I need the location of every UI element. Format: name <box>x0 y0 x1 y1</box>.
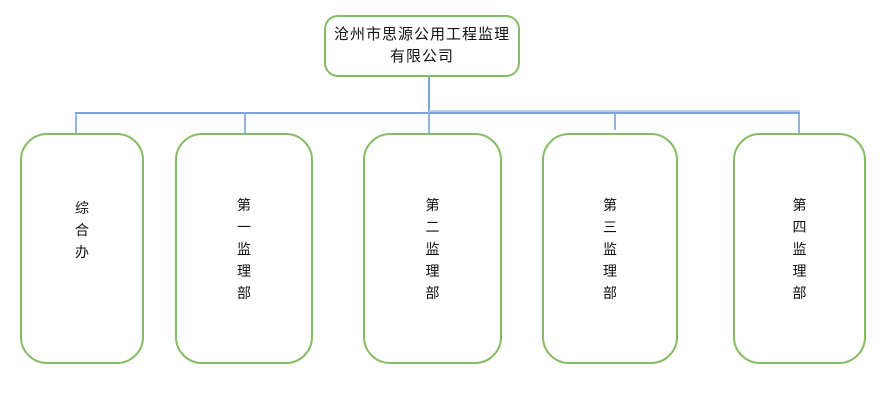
root-node-label: 沧州市思源公用工程监理 有限公司 <box>334 24 510 68</box>
connector-root-stem <box>428 77 430 113</box>
dept-node-supervision-1: 第一监理部 <box>175 133 313 364</box>
dept-node-general-office: 综合办 <box>20 133 144 364</box>
root-label-line-2: 有限公司 <box>389 48 454 65</box>
dept-node-supervision-4: 第四监理部 <box>733 133 866 364</box>
dept-node-label: 综合办 <box>75 199 89 260</box>
connector-drop-supervision-3 <box>614 113 616 130</box>
dept-node-supervision-3: 第三监理部 <box>542 133 678 364</box>
connector-drop-supervision-4 <box>798 113 800 133</box>
dept-node-label: 第二监理部 <box>425 196 440 301</box>
dept-node-supervision-2: 第二监理部 <box>363 133 502 364</box>
root-node-company: 沧州市思源公用工程监理 有限公司 <box>324 15 520 77</box>
connector-drop-general-office <box>75 113 77 133</box>
dept-node-label: 第四监理部 <box>792 196 807 301</box>
connector-drop-supervision-1 <box>244 113 246 133</box>
connector-drop-supervision-2 <box>428 113 430 133</box>
root-label-line-1: 沧州市思源公用工程监理 <box>333 26 510 43</box>
dept-node-label: 第三监理部 <box>603 196 617 301</box>
dept-node-label: 第一监理部 <box>237 196 251 301</box>
connector-horizontal-bar <box>75 112 800 114</box>
